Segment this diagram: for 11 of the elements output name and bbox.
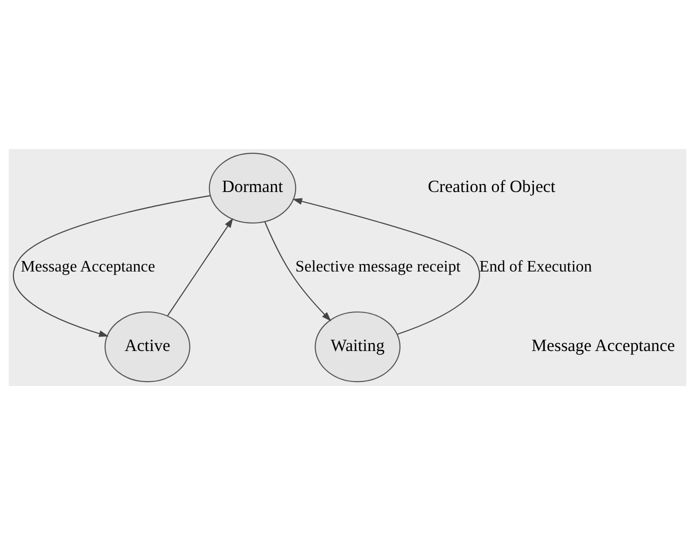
arrow [264,221,332,322]
edge-label: Selective message receipt [295,258,461,276]
edge-label: End of Execution [479,258,592,276]
arrow [292,198,480,335]
node-ellipse: Dormant [208,152,296,224]
node-ellipse: Active [104,311,190,382]
label: Creation of Object [428,177,556,196]
edge-label: Message Acceptance [20,258,156,276]
arrow [13,195,210,337]
arrow [167,218,234,316]
label: Message Acceptance [532,336,675,355]
